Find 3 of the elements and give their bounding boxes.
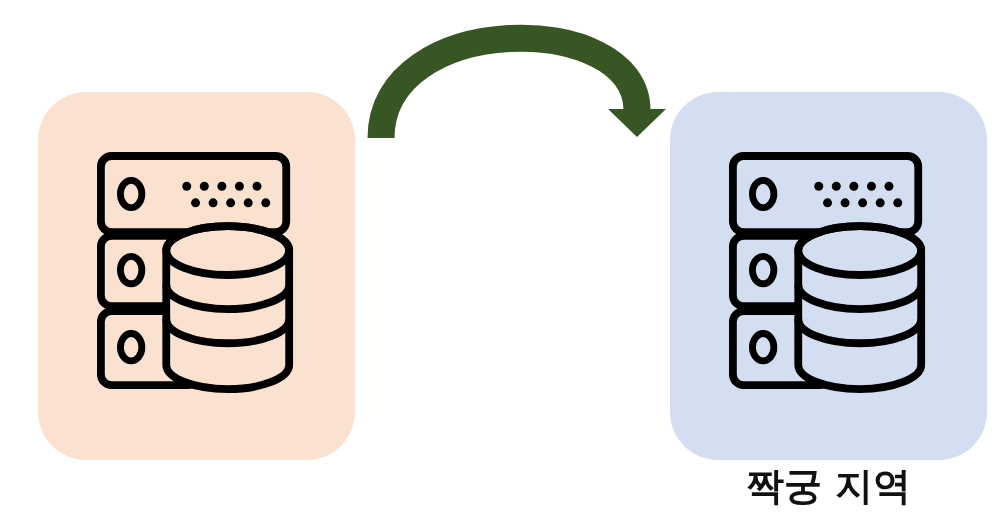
curved-arrow [367,25,666,141]
caption-text: 짝궁 지역 [744,464,913,510]
rounded-panel [38,92,355,460]
